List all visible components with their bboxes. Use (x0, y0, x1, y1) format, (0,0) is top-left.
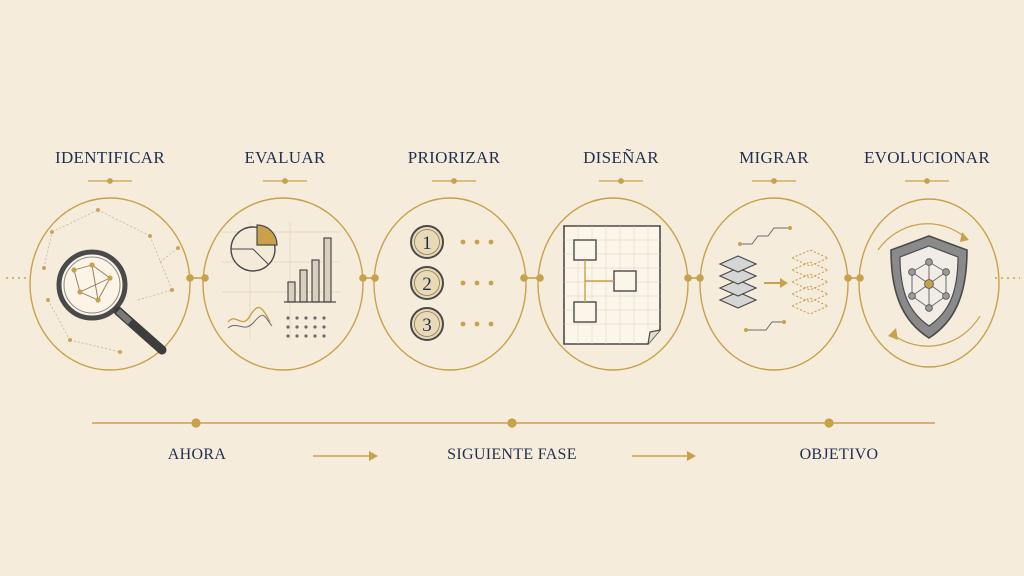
phase-label-ahora: AHORA (167, 446, 227, 463)
step-title-priorizar: PRIORIZAR (407, 148, 501, 167)
phase-label-objetivo: OBJETIVO (799, 446, 879, 463)
timeline-arrow (632, 451, 696, 461)
priority-item-2: 2 (410, 266, 494, 300)
magnifier-network-icon (42, 208, 180, 355)
blueprint-diagram-icon (563, 225, 661, 345)
charts-analysis-icon (222, 222, 340, 340)
shield-network-icon (877, 223, 981, 347)
priority-number: 2 (422, 274, 432, 295)
timeline-arrow (313, 451, 378, 461)
step-migrar (699, 197, 849, 371)
title-underlines (88, 178, 949, 184)
priority-item-3: 3 (410, 307, 494, 341)
connectors (6, 274, 1020, 282)
step-priorizar: 1 2 3 (373, 197, 527, 371)
numbered-list-icon: 1 2 3 (410, 225, 494, 341)
step-title-identificar: IDENTIFICAR (54, 148, 165, 167)
step-identificar (29, 197, 191, 371)
timeline-marker (191, 418, 201, 428)
step-title-evaluar: EVALUAR (244, 148, 326, 167)
step-evaluar (202, 197, 364, 371)
step-title-disenar: DISEÑAR (583, 148, 659, 167)
layer-migration-icon (718, 226, 830, 332)
step-evolucionar (858, 198, 1000, 368)
timeline-line (92, 418, 935, 428)
priority-number: 1 (422, 233, 432, 254)
timeline-marker (507, 418, 517, 428)
timeline-marker (824, 418, 834, 428)
step-title-evolucionar: EVOLUCIONAR (863, 148, 991, 167)
priority-item-1: 1 (410, 225, 494, 259)
step-disenar (537, 197, 689, 371)
step-title-migrar: MIGRAR (739, 148, 809, 167)
phase-label-siguiente-fase: SIGUIENTE FASE (447, 446, 577, 463)
priority-number: 3 (422, 315, 432, 336)
